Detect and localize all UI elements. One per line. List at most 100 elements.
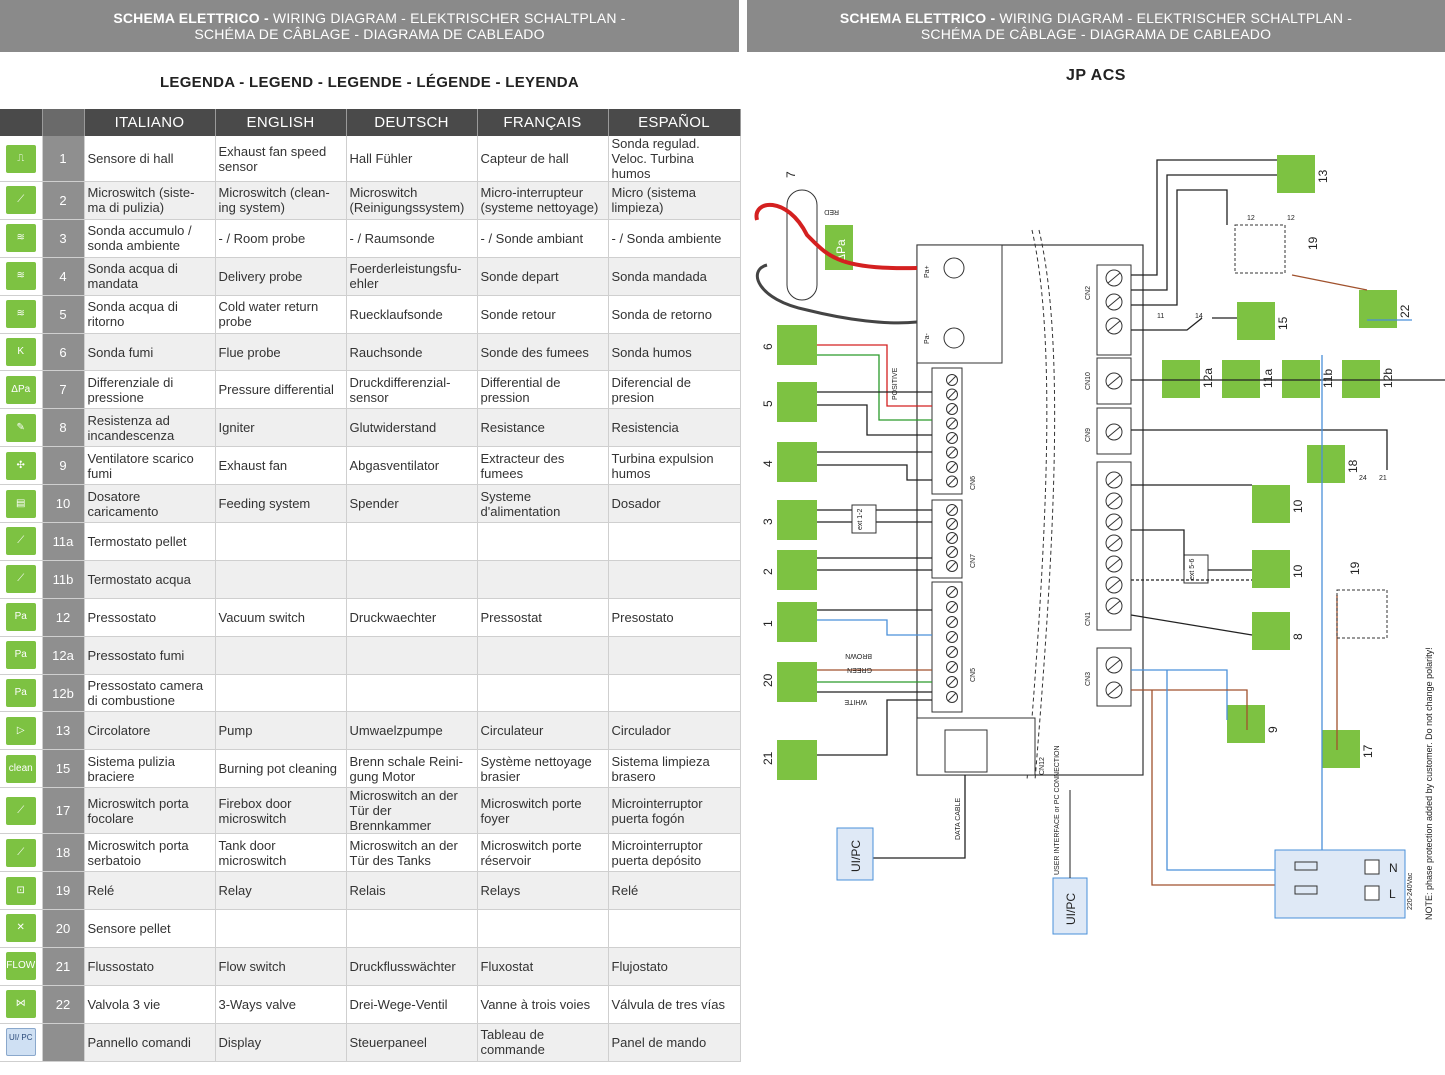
legend-cell-es — [608, 522, 741, 561]
relay-19-bottom — [1336, 589, 1388, 639]
legend-cell-es: Turbina expulsion humos — [608, 446, 741, 486]
wire-label-brown: BROWN — [845, 652, 872, 659]
col-header: DEUTSCH — [346, 109, 478, 136]
legend-cell-de: Foerderleistungsfu-ehler — [346, 257, 478, 296]
thermostat-icon — [1222, 360, 1260, 398]
legend-cell-en: Cold water return probe — [215, 295, 347, 334]
flue-probe-icon — [777, 325, 817, 365]
legend-cell-en: Flow switch — [215, 947, 347, 986]
legend-cell-fr: Vanne à trois voies — [477, 985, 609, 1024]
power-l-label: L — [1389, 887, 1396, 901]
legend-cell-de — [346, 522, 478, 561]
legend-cell-es: Presostato — [608, 598, 741, 637]
legend-cell-de: Steuerpaneel — [346, 1023, 478, 1062]
header-right-bold: SCHEMA ELETTRICO - — [839, 10, 996, 26]
legend-icon-cell: clean — [0, 749, 43, 789]
legend-cell-it: Differenziale di pressione — [84, 370, 216, 410]
legend-cell-en — [215, 560, 347, 599]
legend-cell-fr: Micro-interrupteur (systeme nettoyage) — [477, 181, 609, 220]
legend-cell-es: Flujostato — [608, 947, 741, 986]
header-right-rest: WIRING DIAGRAM - ELEKTRISCHER SCHALTPLAN… — [995, 10, 1353, 26]
flue-probe-icon: K — [5, 338, 36, 366]
legend-number: 13 — [42, 711, 85, 751]
legend-cell-es — [608, 636, 741, 675]
igniter-icon: ✎ — [5, 413, 36, 442]
legend-cell-it: Circolatore — [84, 711, 216, 751]
component-label: 11b — [1321, 369, 1335, 388]
legend-cell-de: Hall Fühler — [346, 136, 478, 182]
legend-cell-fr — [477, 636, 609, 675]
legend-cell-it: Relé — [84, 871, 216, 911]
legend-cell-de: Glutwiderstand — [346, 408, 478, 448]
legend-icon-cell: ⟋ — [0, 181, 43, 220]
legend-cell-fr: Sonde retour — [477, 295, 609, 334]
right-terminal-screws — [1105, 269, 1123, 699]
legend-number: 15 — [42, 749, 85, 789]
component-label: 18 — [1346, 459, 1360, 473]
cn5-block — [931, 581, 963, 713]
cn10-label: CN10 — [1085, 372, 1092, 390]
terminal-14: 14 — [1195, 313, 1203, 320]
vacuum-switch-icon — [1162, 360, 1200, 398]
ui-pc-right-box[interactable] — [1052, 877, 1088, 935]
component-label: 17 — [1361, 744, 1375, 758]
legend-cell-es: Microinterruptor puerta fogón — [608, 787, 741, 835]
legend-cell-de: Umwaelzpumpe — [346, 711, 478, 751]
legend-cell-en: Vacuum switch — [215, 598, 347, 637]
legend-number: 17 — [42, 787, 85, 835]
legend-number: 4 — [42, 257, 85, 296]
pump-icon — [1277, 155, 1315, 193]
legend-cell-es: Micro (sistema limpieza) — [608, 181, 741, 220]
vacuum-switch-icon: Pa — [5, 603, 36, 632]
ext-5-6-box — [1183, 554, 1209, 584]
exhaust-fan-icon — [1227, 705, 1265, 743]
legend-cell-fr: Relays — [477, 871, 609, 911]
col-header: ENGLISH — [215, 109, 347, 136]
legend-cell-es: Diferencial de presion — [608, 370, 741, 410]
legend-icon-cell: ⟋ — [0, 787, 43, 835]
legend-cell-fr — [477, 674, 609, 713]
legend-cell-it: Termostato acqua — [84, 560, 216, 599]
legend-cell-en — [215, 909, 347, 948]
exhaust-fan-icon: ✣ — [5, 451, 36, 480]
burning-pot-cleaning-icon — [1237, 302, 1275, 340]
wire-label-white: WHITE — [844, 698, 867, 705]
legend-cell-de — [346, 909, 478, 948]
legend-cell-fr — [477, 522, 609, 561]
legend-number: 22 — [42, 985, 85, 1024]
component-label: 5 — [761, 400, 775, 407]
ui-pc-left-box[interactable] — [836, 827, 874, 881]
terminal-21: 21 — [1379, 475, 1387, 482]
legend-number: 8 — [42, 408, 85, 448]
legend-cell-it: Sonda fumi — [84, 333, 216, 372]
thermostat-icon — [1282, 360, 1320, 398]
terminal-l — [1364, 885, 1380, 901]
component-label: 9 — [1266, 726, 1280, 733]
legend-cell-en: Pump — [215, 711, 347, 751]
legend-icon-cell: ▷ — [0, 711, 43, 751]
legend-cell-es: Microinterruptor puerta depósito — [608, 833, 741, 873]
control-panel-icon: UI/ PC — [5, 1028, 36, 1057]
left-header-banner: SCHEMA ELETTRICO - WIRING DIAGRAM - ELEK… — [0, 0, 739, 52]
legend-cell-de: - / Raumsonde — [346, 219, 478, 258]
col-header: ESPAÑOL — [608, 109, 741, 136]
legend-cell-en: Feeding system — [215, 484, 347, 524]
legend-icon-cell: Pa — [0, 636, 43, 675]
legend-number: 10 — [42, 484, 85, 524]
legend-cell-fr — [477, 560, 609, 599]
component-label: 12b — [1381, 368, 1395, 388]
microswitch-icon: ⟋ — [5, 186, 36, 215]
diagram-title: JP ACS — [1066, 67, 1126, 84]
legend-cell-es: Sonda humos — [608, 333, 741, 372]
legend-cell-es: Panel de mando — [608, 1023, 741, 1062]
header-left-rest: WIRING DIAGRAM - ELEKTRISCHER SCHALTPLAN… — [268, 10, 626, 26]
